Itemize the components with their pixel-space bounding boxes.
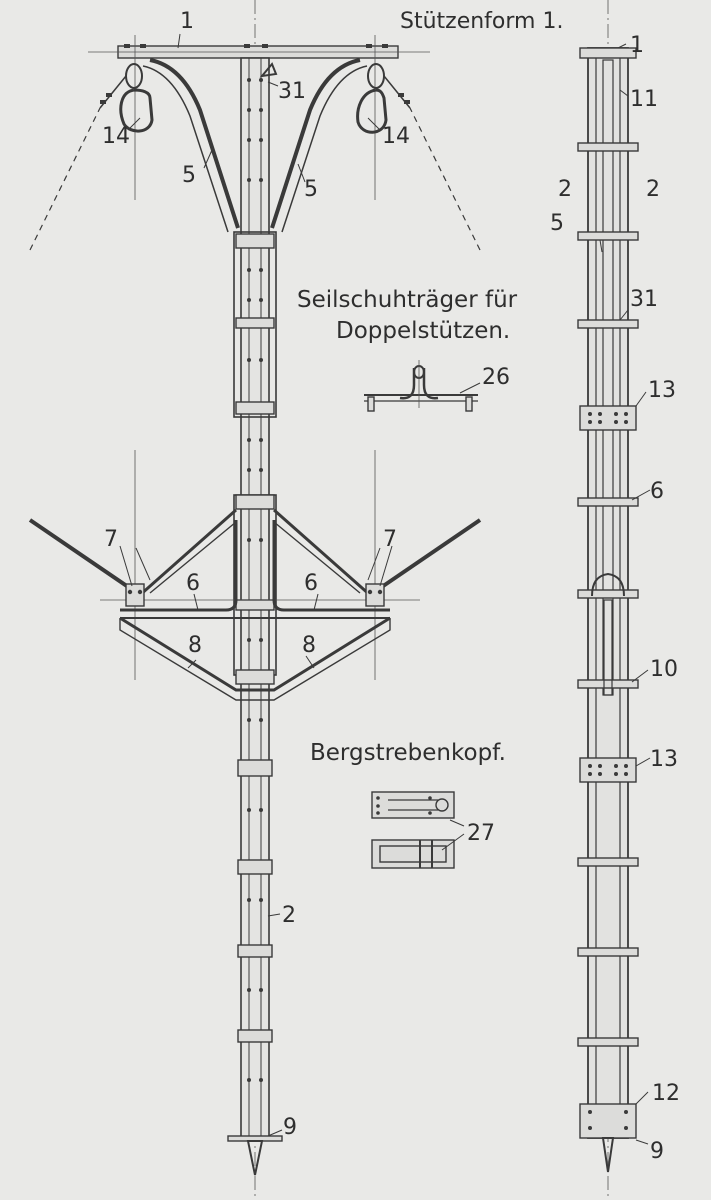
label-5-right: 5 xyxy=(304,177,318,202)
label-r10: 10 xyxy=(650,657,678,682)
label-14-right: 14 xyxy=(382,124,410,149)
title-carrier-line2: Doppelstützen. xyxy=(336,318,510,344)
side-view-support xyxy=(577,0,639,1200)
label-7-left: 7 xyxy=(104,527,118,552)
label-r11: 11 xyxy=(630,87,658,112)
title-main: Stützenform 1. xyxy=(400,9,563,34)
label-8-right: 8 xyxy=(302,633,316,658)
front-view-support xyxy=(28,0,482,1200)
label-r13-lower: 13 xyxy=(650,747,678,772)
label-r6: 6 xyxy=(650,479,664,504)
cable-hanger-left xyxy=(29,63,154,251)
label-26: 26 xyxy=(482,365,510,390)
label-r31: 31 xyxy=(630,287,658,312)
label-r2-left: 2 xyxy=(558,177,572,202)
label-2: 2 xyxy=(282,903,296,928)
cable-hanger-right xyxy=(356,63,481,251)
label-6-left: 6 xyxy=(186,571,200,596)
label-r5: 5 xyxy=(550,211,564,236)
label-9: 9 xyxy=(283,1115,297,1140)
cable-shoe-carrier-detail xyxy=(364,360,478,412)
leader-lines xyxy=(119,33,651,1145)
title-carrier-line1: Seilschuhträger für xyxy=(297,287,518,313)
label-27: 27 xyxy=(467,821,495,846)
label-7-right: 7 xyxy=(383,527,397,552)
label-8-left: 8 xyxy=(188,633,202,658)
main-upright xyxy=(240,57,270,1139)
label-1: 1 xyxy=(180,9,194,34)
label-r9: 9 xyxy=(650,1139,664,1164)
part-numbers: 1 31 14 14 5 5 7 7 6 6 8 8 2 9 26 27 1 1… xyxy=(102,9,680,1164)
label-14-left: 14 xyxy=(102,124,130,149)
label-5-left: 5 xyxy=(182,163,196,188)
title-strut-head: Bergstrebenkopf. xyxy=(310,740,506,766)
label-r13-upper: 13 xyxy=(648,378,676,403)
label-r12: 12 xyxy=(652,1081,680,1106)
label-r1: 1 xyxy=(630,33,644,58)
label-6-right: 6 xyxy=(304,571,318,596)
mountain-strut-head-detail xyxy=(371,791,455,869)
titles: Stützenform 1. Seilschuhträger für Doppe… xyxy=(297,9,563,766)
label-31: 31 xyxy=(278,79,306,104)
label-r2-right: 2 xyxy=(646,177,660,202)
